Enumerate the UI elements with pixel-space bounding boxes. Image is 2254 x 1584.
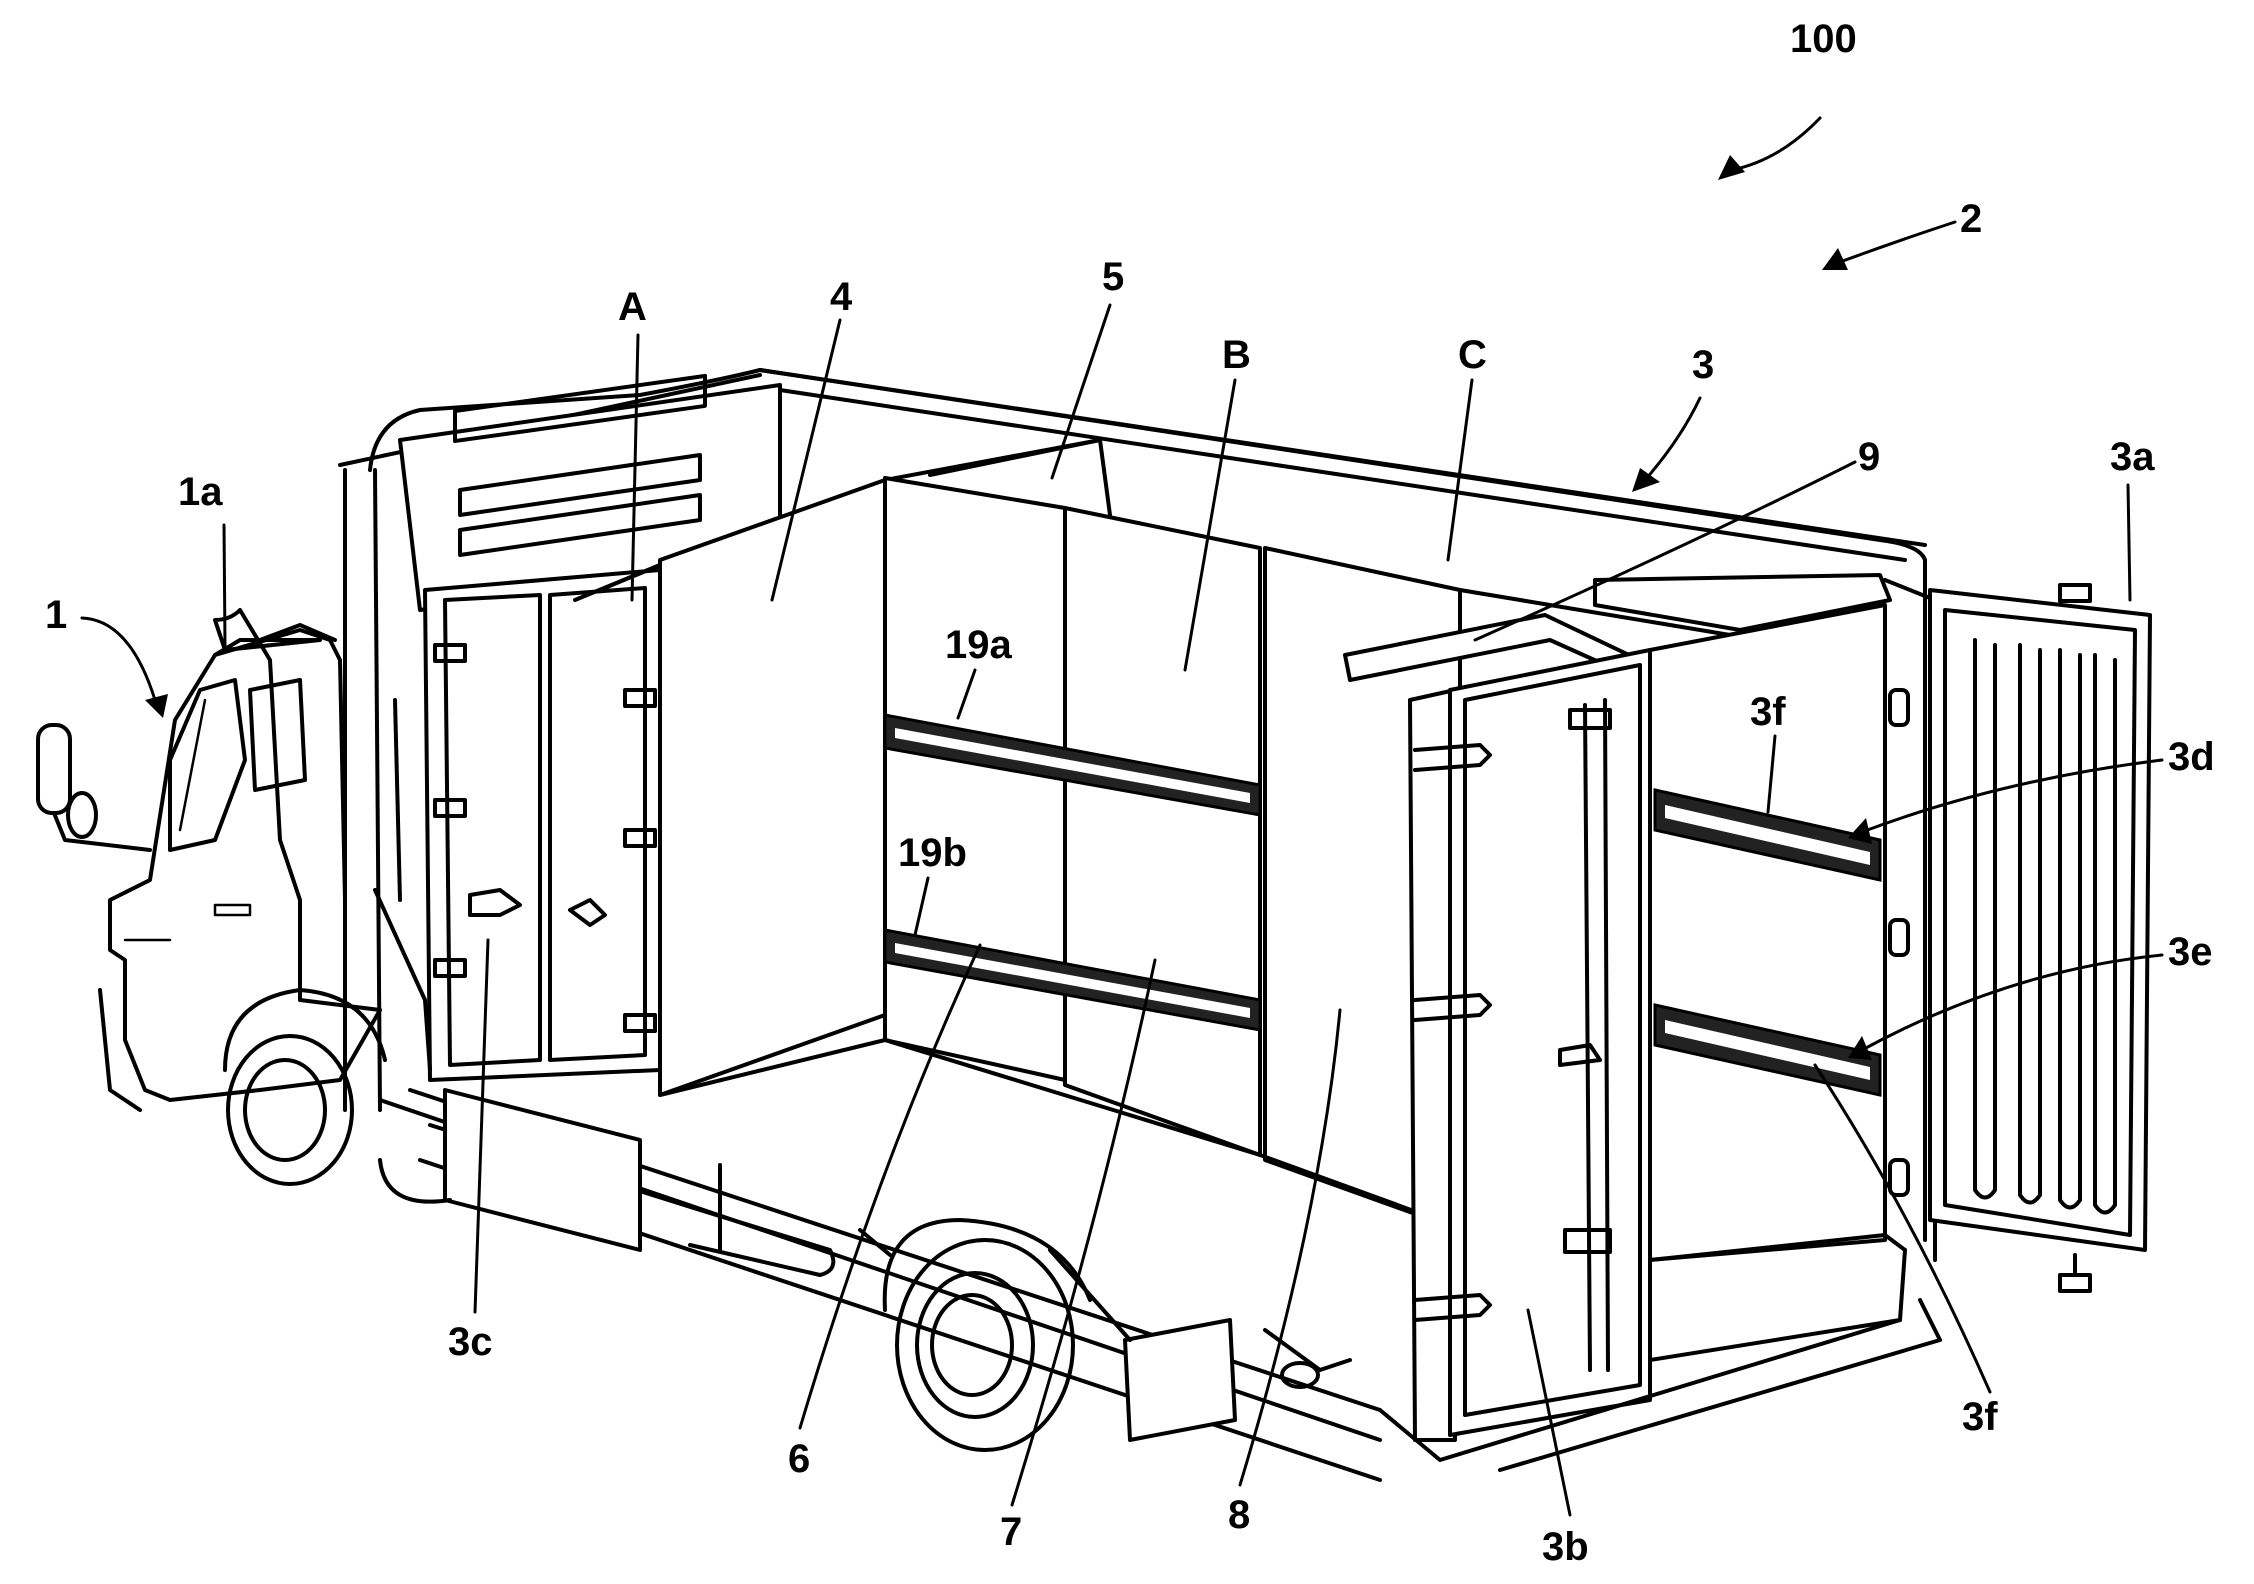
rear-door-left	[1343, 573, 1942, 1472]
label-9: 9	[1858, 435, 1880, 479]
label-1a: 1a	[178, 470, 223, 514]
label-2: 2	[1960, 197, 1982, 241]
rear-door-right	[1883, 578, 2152, 1293]
label-3e: 3e	[2168, 930, 2213, 974]
reference-labels: 100 2 3 3a 1 1a A 4 5 B C 9 19a 19b 3f 3…	[45, 17, 2215, 1569]
label-1: 1	[45, 593, 67, 637]
label-3f-lower: 3f	[1962, 1395, 1998, 1439]
label-3a: 3a	[2110, 435, 2155, 479]
label-19a: 19a	[945, 623, 1012, 667]
label-6: 6	[788, 1437, 810, 1481]
label-5: 5	[1102, 255, 1124, 299]
label-4: 4	[830, 275, 853, 319]
label-100: 100	[1790, 17, 1857, 61]
label-3b: 3b	[1542, 1525, 1589, 1569]
label-3: 3	[1692, 343, 1714, 387]
truck-cab	[36, 608, 387, 1186]
chassis	[378, 1088, 1907, 1452]
label-3d: 3d	[2168, 735, 2215, 779]
label-3c: 3c	[448, 1320, 493, 1364]
side-door-assembly	[373, 568, 662, 1082]
rail-19b	[883, 928, 1262, 1032]
label-8: 8	[1228, 1493, 1250, 1537]
label-b: B	[1222, 333, 1251, 377]
label-7: 7	[1000, 1510, 1022, 1554]
label-3f-upper: 3f	[1750, 690, 1786, 734]
label-19b: 19b	[898, 831, 967, 875]
rail-19a	[883, 713, 1262, 817]
label-a: A	[618, 285, 647, 329]
leader-lines	[80, 116, 2164, 1517]
label-c: C	[1458, 333, 1487, 377]
rear-interior	[1648, 603, 1907, 1262]
